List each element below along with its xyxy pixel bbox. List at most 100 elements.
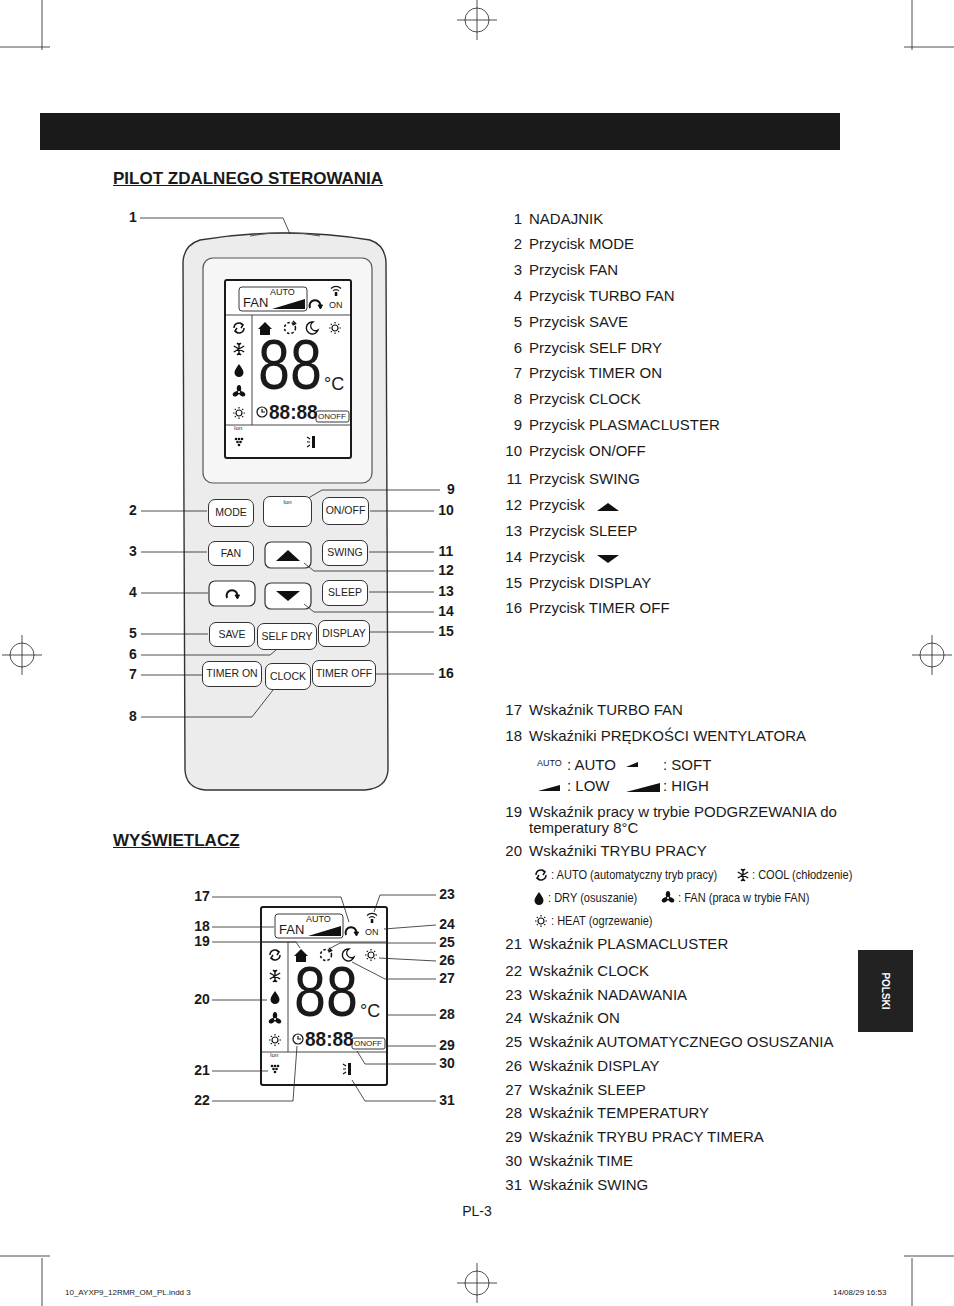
mode-icon <box>738 869 748 881</box>
label-text: : HEAT (ogrzewanie) <box>551 913 653 929</box>
illustration-part <box>369 552 434 553</box>
callout-number: 5 <box>514 313 522 331</box>
illustration-part <box>379 958 436 961</box>
callout-number: 13 <box>505 522 522 540</box>
callout-number: 13 <box>438 583 454 600</box>
speed-soft <box>626 762 638 767</box>
label-text: ON <box>365 927 379 938</box>
label-text: Przycisk MODE <box>529 235 634 253</box>
down-arrow <box>597 555 619 563</box>
callout-number: 27 <box>505 1081 522 1099</box>
button-label: TIMER ON <box>206 668 257 680</box>
illustration-part <box>457 1263 497 1303</box>
remote-body <box>183 233 388 790</box>
label-text: AUTO <box>537 758 562 769</box>
button-label: SELF DRY <box>261 631 312 643</box>
label-text: ONOFF <box>354 1039 382 1049</box>
label-text: 88:88 <box>269 400 318 424</box>
illustration-part <box>141 552 207 553</box>
transmitter <box>250 233 320 237</box>
callout-number: 88 <box>258 323 322 407</box>
label-text: °C <box>360 1001 380 1023</box>
illustration-part <box>384 925 436 929</box>
illustration-part <box>265 542 311 568</box>
callout-number: 16 <box>505 599 522 617</box>
illustration-part <box>2 635 42 675</box>
label-text: : DRY (osuszanie) <box>548 890 637 906</box>
callout-number: 20 <box>194 991 210 1008</box>
illustration-part <box>141 593 208 594</box>
button-label: TIMER OFF <box>316 668 373 680</box>
mode-icon <box>661 891 675 903</box>
label-text: Wskaźniki TRYBU PRACY <box>529 842 707 860</box>
page-heading: PILOT ZDALNEGO STEROWANIA <box>113 169 383 189</box>
callout-number: 4 <box>129 584 137 601</box>
callout-number: 10 <box>505 442 522 460</box>
label-text: PL-3 <box>462 1203 492 1220</box>
callout-number: 14 <box>505 548 522 566</box>
illustration-part <box>368 674 434 675</box>
callout-number: 24 <box>505 1009 522 1027</box>
illustration-part <box>357 1051 436 1064</box>
speed-high <box>626 783 660 792</box>
label-text: Wskaźnik SLEEP <box>529 1081 646 1099</box>
callout-number: 15 <box>438 623 454 640</box>
display-frame <box>203 258 372 483</box>
label-text: °C <box>324 374 344 396</box>
label-text: : AUTO (automatyczny tryb pracy) <box>551 867 717 883</box>
callout-number: 22 <box>505 962 522 980</box>
label-text: Wskaźnik pracy w trybie PODGRZEWANIA do … <box>529 804 841 836</box>
button-label: DISPLAY <box>322 628 366 640</box>
header-bar <box>40 113 840 150</box>
icon-buttons <box>209 542 311 609</box>
remote-button: DISPLAY <box>318 620 370 647</box>
label-text: 88:88 <box>305 1027 354 1051</box>
illustration-part <box>212 927 274 928</box>
label-text: Przycisk SELF DRY <box>529 339 662 357</box>
callout-number: 8 <box>514 390 522 408</box>
label-text: Przycisk ON/OFF <box>529 442 646 460</box>
illustration-part <box>304 604 434 612</box>
illustration-part <box>370 511 434 512</box>
label-text: Ion <box>234 425 242 432</box>
callout-number: 18 <box>505 727 522 745</box>
label-text: Przycisk <box>529 496 585 514</box>
callout-number: 28 <box>505 1104 522 1122</box>
button-label: SLEEP <box>328 587 362 599</box>
illustration-part <box>212 1000 267 1001</box>
callout-number: 23 <box>505 986 522 1004</box>
speed-low <box>538 785 560 791</box>
label-text: Wskaźnik SWING <box>529 1176 648 1194</box>
button-label: SAVE <box>218 629 245 641</box>
callout-number: 1 <box>129 209 137 226</box>
language-tab <box>858 950 913 1032</box>
callout-number: 30 <box>505 1152 522 1170</box>
remote-button: TIMER OFF <box>312 660 377 687</box>
illustration-part <box>352 962 436 979</box>
label-text: Wskaźnik TRYBU PRACY TIMERA <box>529 1128 764 1146</box>
illustration-part <box>140 218 290 234</box>
label-text: Wskaźnik ON <box>529 1009 620 1027</box>
callout-number: 29 <box>505 1128 522 1146</box>
label-text: Wskaźniki PRĘDKOŚCI WENTYLATORA <box>529 727 806 745</box>
button-label: ON/OFF <box>326 505 366 517</box>
illustration-part <box>141 675 208 676</box>
callout-number: 11 <box>506 470 522 488</box>
label-text: ONOFF <box>318 412 346 422</box>
callout-number: 19 <box>194 933 210 950</box>
callout-number: 21 <box>505 935 522 953</box>
label-text: Przycisk TIMER ON <box>529 364 662 382</box>
label-text: POLSKI <box>879 972 891 1009</box>
label-text: Przycisk SWING <box>529 470 640 488</box>
illustration-part <box>388 1015 436 1016</box>
label-text: Przycisk DISPLAY <box>529 574 651 592</box>
remote-button: MODE <box>208 499 254 527</box>
button-label: SWING <box>327 547 363 559</box>
callout-number: 12 <box>505 496 522 514</box>
label-text: Ion <box>270 1052 278 1059</box>
callout-number: 2 <box>514 235 522 253</box>
